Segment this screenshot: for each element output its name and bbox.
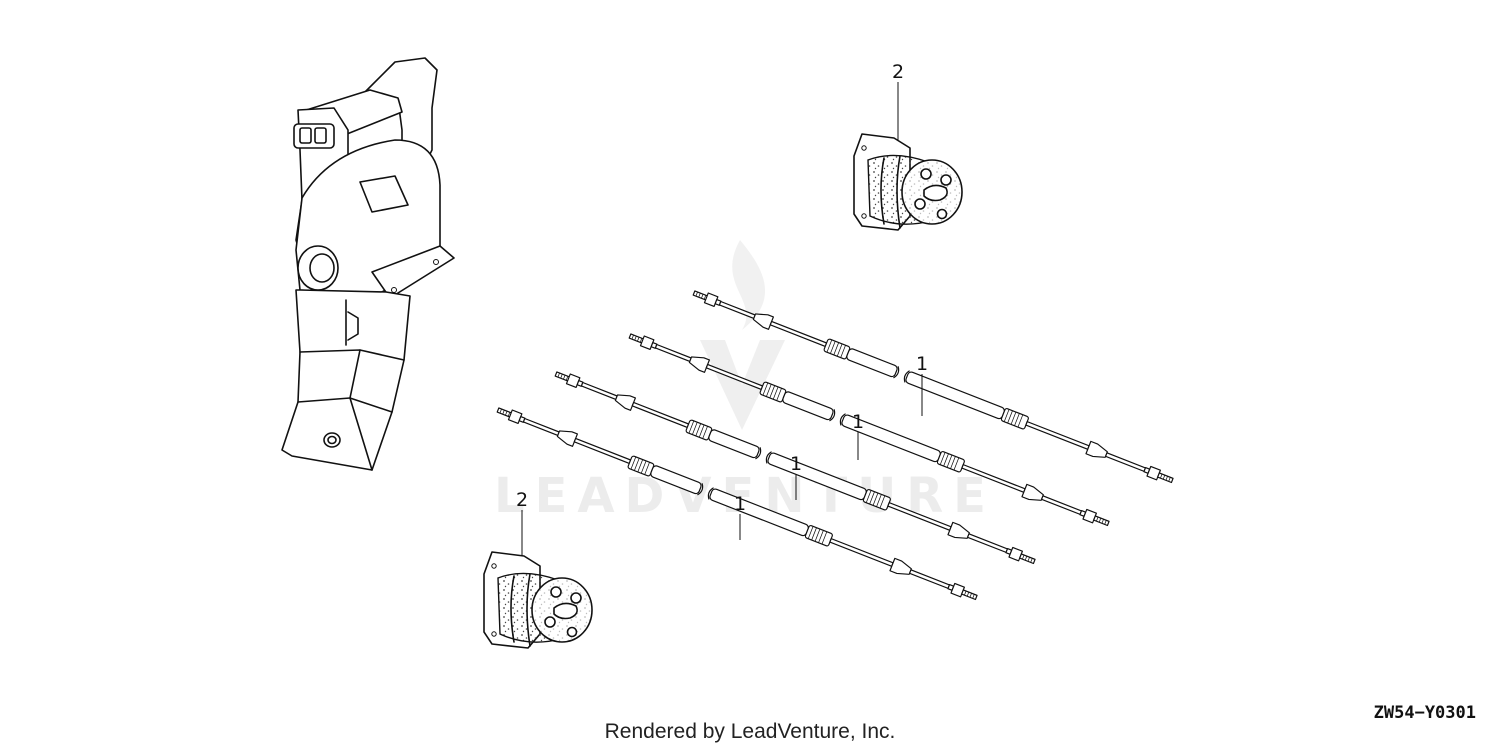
callout-1[interactable]: 1 bbox=[790, 453, 802, 475]
diagram-id: ZW54−Y0301 bbox=[1374, 703, 1476, 723]
callout-2[interactable]: 2 bbox=[516, 489, 528, 511]
callout-2[interactable]: 2 bbox=[892, 61, 904, 83]
callout-1[interactable]: 1 bbox=[852, 411, 864, 433]
footer-credit: Rendered by LeadVenture, Inc. bbox=[605, 720, 896, 743]
rubber-grommet-icon bbox=[483, 551, 593, 649]
remote-control-box-icon bbox=[281, 57, 455, 471]
callout-1[interactable]: 1 bbox=[916, 353, 928, 375]
rubber-grommet-icon bbox=[853, 133, 963, 231]
callout-1[interactable]: 1 bbox=[734, 493, 746, 515]
leader-lines bbox=[521, 82, 923, 556]
